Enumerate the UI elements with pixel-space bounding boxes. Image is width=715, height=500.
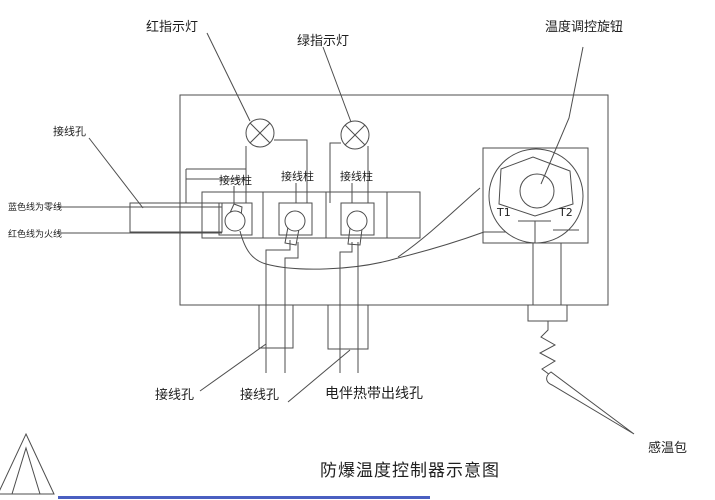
lamp1-cross-line <box>249 122 271 144</box>
wire-to-hole1 <box>265 240 291 373</box>
lamp2-wire <box>329 142 341 203</box>
red-indicator-leader <box>206 32 251 122</box>
terminal-screw-3 <box>347 227 363 246</box>
terminal-post-2-circle <box>284 210 306 232</box>
green-indicator-label: 绿指示灯 <box>297 34 349 49</box>
knob-polygon <box>498 156 574 217</box>
controller-enclosure-box <box>179 94 609 306</box>
logo-triangle <box>11 446 41 495</box>
terminal-square-3 <box>340 202 375 236</box>
cable-gland <box>527 304 568 322</box>
wiring-hole-bottom1-label: 接线孔 <box>155 387 194 403</box>
red-wire-label: 红色线为火线 <box>8 228 62 240</box>
wire-to-hole2 <box>339 242 353 373</box>
capillary-curve-upper <box>397 187 481 258</box>
temp-knob-leader <box>540 46 584 185</box>
terminal-post-label-3: 接线柱 <box>340 169 373 183</box>
logo-triangle <box>0 432 55 495</box>
sensor-bulb-label: 感温包 <box>648 440 687 456</box>
knob-center-circle <box>519 173 555 209</box>
outlet-hole-1 <box>258 304 294 349</box>
left-cable-connector <box>129 202 223 233</box>
terminal-block <box>201 191 421 239</box>
terminal-square-1 <box>218 202 253 236</box>
wiring-hole-bottom2-leader <box>287 349 351 403</box>
terminal-post-1-circle <box>224 210 246 232</box>
green-indicator-leader <box>322 46 352 123</box>
terminal-post-label-2: 接线柱 <box>281 169 314 183</box>
blue-wire-label: 蓝色线为零线 <box>8 201 62 213</box>
sensor-bulb-probe <box>546 371 635 435</box>
capillary-coil-zigzag <box>538 321 557 376</box>
wiring-hole-left-leader <box>88 137 144 209</box>
wiring-hole-bottom2-label: 接线孔 <box>240 387 279 403</box>
t2-label: T2 <box>558 206 573 219</box>
lamp2-cross-line <box>344 124 366 146</box>
terminal-post-3-circle <box>346 210 368 232</box>
bottom-accent-line <box>58 496 430 499</box>
capillary-curve-left <box>239 230 399 270</box>
temp-knob-label: 温度调控旋钮 <box>545 19 623 35</box>
wiring-hole-left-label: 接线孔 <box>53 124 86 138</box>
red-indicator-label: 红指示灯 <box>146 19 198 35</box>
capillary-curve-lower <box>397 231 485 259</box>
terminal-post-label-1: 接线柱 <box>219 173 252 187</box>
terminal-screw-1 <box>228 203 243 217</box>
t1-label: T1 <box>496 206 511 219</box>
wiring-hole-bottom1-leader <box>199 343 267 392</box>
lamp1-wire <box>274 139 308 203</box>
diagram-title: 防爆温度控制器示意图 <box>320 461 500 481</box>
wire-to-hole1 <box>284 242 299 373</box>
outlet-hole-2 <box>327 304 369 350</box>
heat-trace-outlet-label: 电伴热带出线孔 <box>325 386 423 402</box>
